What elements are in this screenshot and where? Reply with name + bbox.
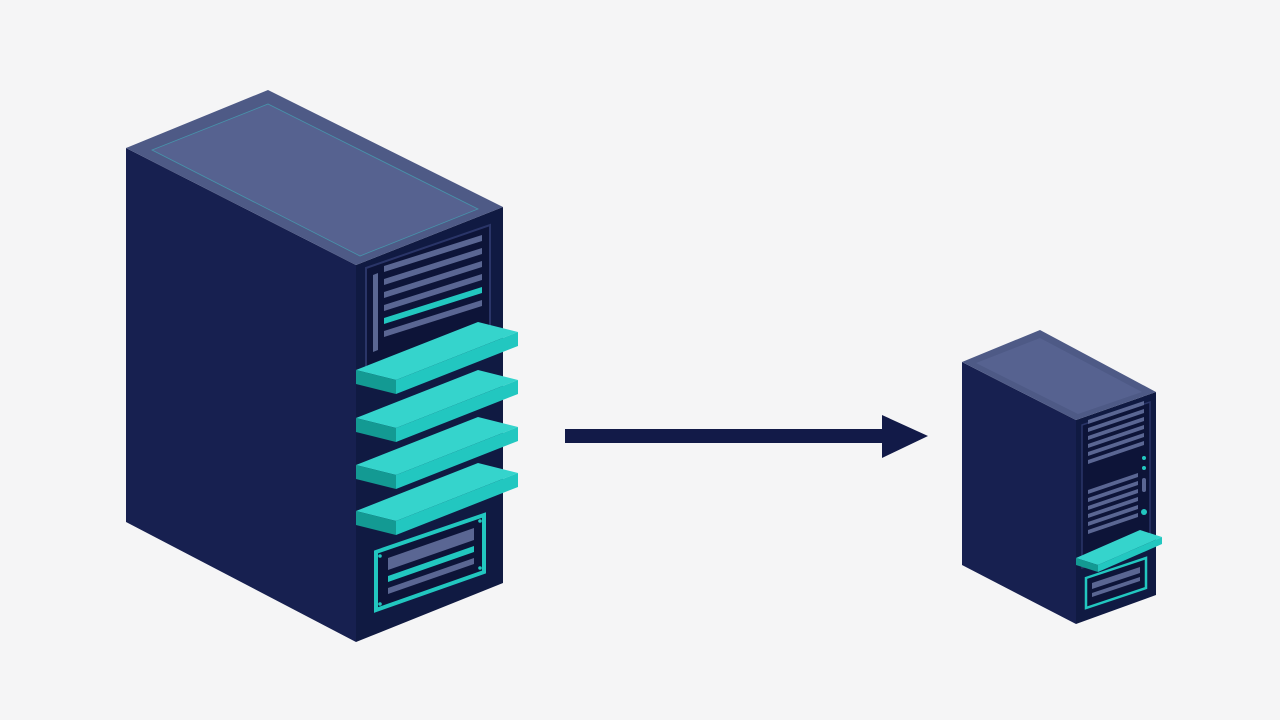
small-server-lower-slats [1088, 473, 1138, 534]
large-server-front-face [126, 148, 356, 642]
large-server-screw-1 [378, 554, 382, 558]
large-server-drive-bay-2 [356, 370, 518, 442]
large-server-top-inset [151, 103, 479, 257]
large-server-drive-bay-3 [356, 417, 518, 489]
small-server-indicator-lights [1141, 456, 1147, 515]
large-server-vent-slats [384, 235, 482, 337]
large-server-screw-2 [478, 519, 482, 523]
large-server-bottom-cage [374, 512, 486, 613]
small-server-front-face [962, 362, 1076, 624]
large-server-screw-3 [378, 602, 382, 606]
small-server-led-1 [1142, 456, 1146, 460]
large-server-vent-slat-accent [384, 287, 482, 324]
large-server-drive-bay-4 [356, 463, 518, 535]
large-server-screw-4 [478, 566, 482, 570]
arrow-shaft [565, 429, 887, 443]
small-server-led-3 [1142, 478, 1146, 492]
arrow-head [882, 415, 928, 458]
large-server [126, 90, 518, 642]
small-server-vent-slats [1088, 401, 1144, 464]
large-server-drive-bay-1 [356, 322, 518, 394]
small-server-bottom-cage [1084, 556, 1148, 610]
small-server-led-2 [1142, 466, 1146, 470]
large-server-vent-bar [373, 273, 378, 352]
small-server-drive-bay-1 [1076, 530, 1162, 572]
small-server-top-inset [976, 338, 1142, 414]
small-server [962, 330, 1162, 624]
small-server-power-led [1141, 509, 1147, 515]
migration-arrow [565, 415, 928, 458]
